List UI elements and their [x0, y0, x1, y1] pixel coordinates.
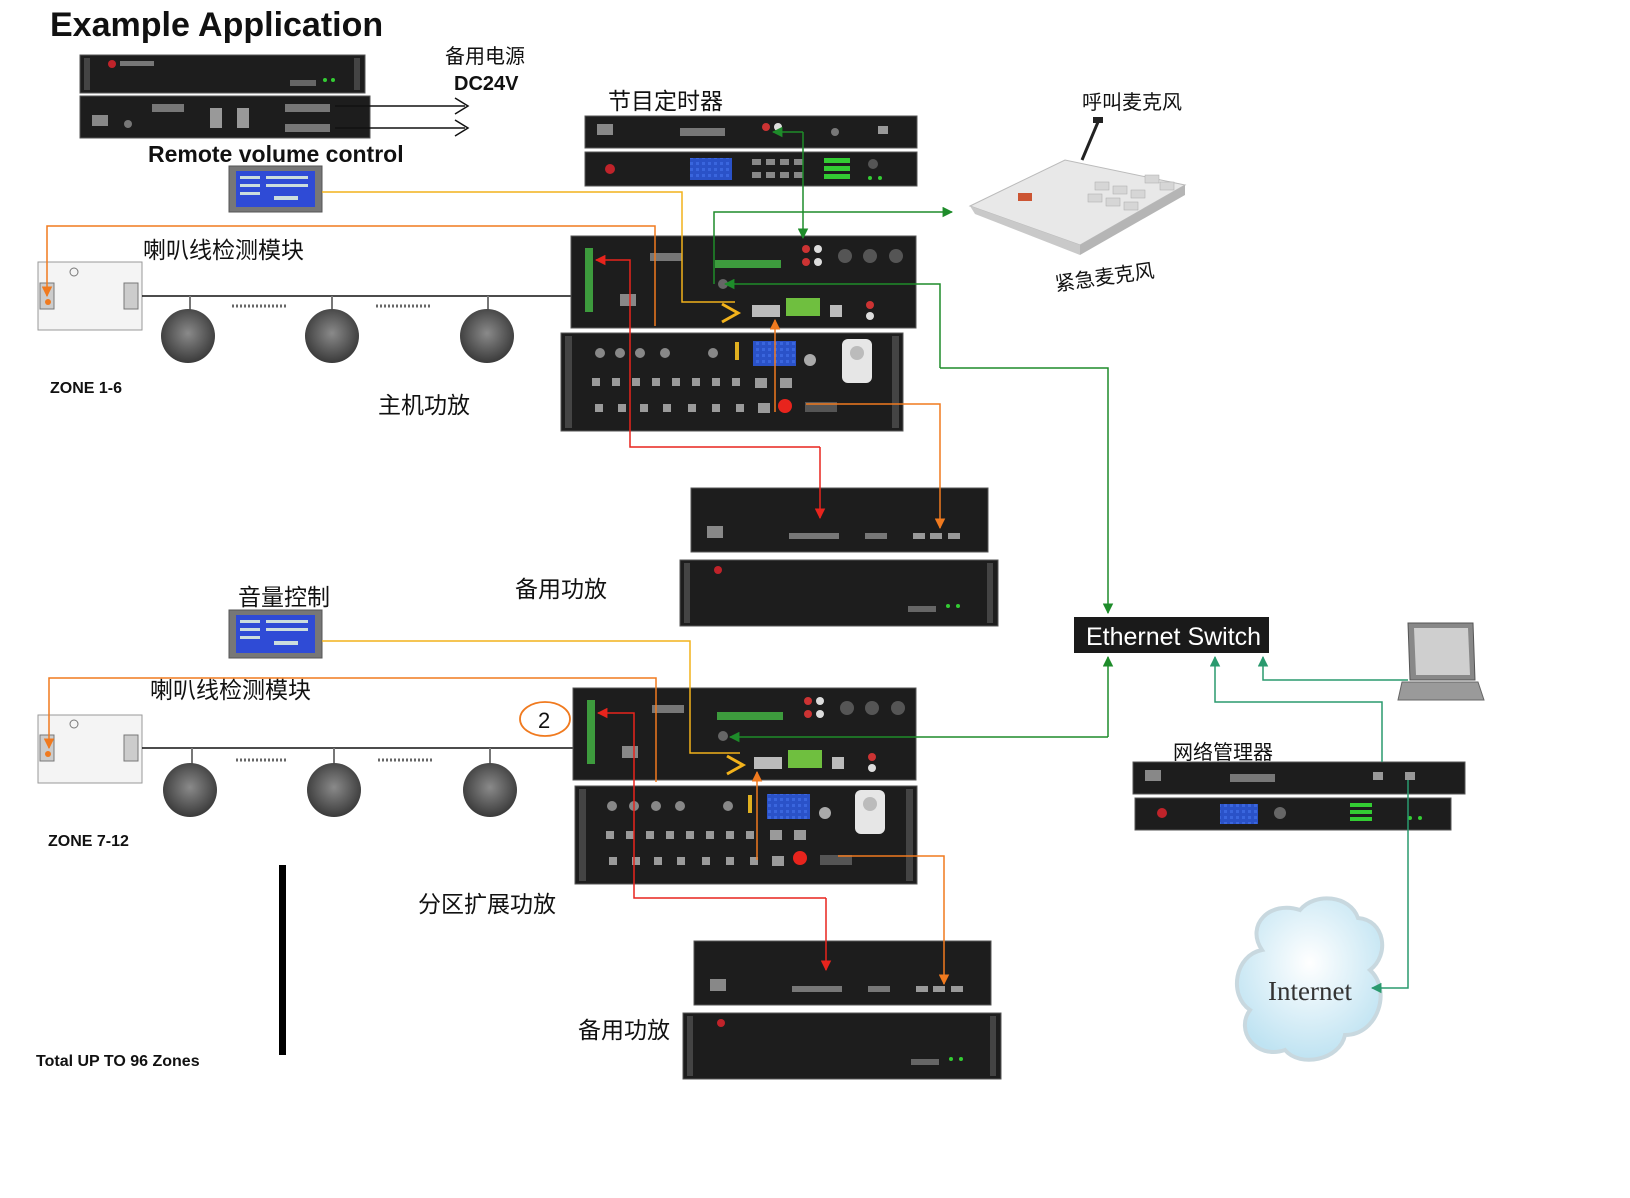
remote-volume-label: Remote volume control: [148, 141, 404, 167]
ceiling-speakers-zone-7-12: [163, 763, 517, 817]
speaker-line-module-1: [37, 261, 143, 331]
link-volume-1-to-main-amp: [322, 191, 735, 303]
backup-amp-1-rear: [690, 487, 989, 553]
link-network-manager-to-switch: [1209, 655, 1383, 762]
expansion-separator-bar: [279, 865, 286, 1055]
emergency-mic-label: 紧急麦克风: [1053, 258, 1155, 296]
speaker-line-module-label-2: 喇叭线检测模块: [150, 678, 311, 704]
link-volume-2-to-zone-amp: [322, 640, 740, 754]
link-laptop-to-switch: [1257, 655, 1408, 681]
speaker-line-module-2: [37, 714, 143, 784]
network-manager-label: 网络管理器: [1173, 740, 1273, 764]
link-main-amp-to-module-1: [41, 225, 656, 326]
internet-label: Internet: [1268, 976, 1352, 1006]
main-amp-label: 主机功放: [378, 393, 470, 419]
backup-amp-1-front: [679, 559, 999, 627]
backup-amp-2-front: [682, 1012, 1002, 1080]
speaker-line-zone-1-6: [142, 295, 600, 312]
zone-expansion-amp-front-panel: [574, 785, 918, 885]
backup-amp-2-rear: [693, 940, 992, 1006]
marker-2: 2: [519, 701, 571, 737]
paging-mic-label: 呼叫麦克风: [1082, 90, 1182, 114]
zone-expansion-amp-label: 分区扩展功放: [418, 892, 556, 918]
link-backup-amp-1-return: [594, 254, 820, 448]
ethernet-switch: Ethernet Switch: [1074, 617, 1269, 653]
backup-amp-1-label: 备用功放: [515, 577, 607, 603]
page-title: Example Application: [50, 6, 383, 44]
ethernet-switch-label: Ethernet Switch: [1086, 623, 1261, 651]
zone-1-6-label: ZONE 1-6: [50, 380, 122, 397]
link-volume-2-arrowhead: [726, 754, 747, 776]
dc24v-output-arrows: [335, 97, 470, 137]
link-volume-1-arrowhead: [721, 302, 742, 324]
speaker-line-module-label-1: 喇叭线检测模块: [143, 238, 304, 264]
speaker-line-zone-7-12: [142, 747, 600, 766]
volume-control-label: 音量控制: [238, 585, 330, 611]
laptop-icon: [1397, 622, 1485, 701]
zone-expansion-amp-rear-panel: [572, 687, 917, 781]
program-timer-unit: [584, 115, 918, 187]
main-amp-rear-panel: [570, 235, 917, 329]
link-backup-amp-2-return: [596, 707, 826, 899]
ceiling-speakers-zone-1-6: [161, 309, 514, 363]
backup-amp-2-label: 备用功放: [578, 1018, 670, 1044]
link-zone-amp-to-module-2: [43, 677, 657, 782]
remote-volume-panel-1: [228, 165, 323, 213]
main-amp-front-panel: [560, 332, 904, 432]
remote-volume-panel-2: [228, 609, 323, 659]
dc24v-label: DC24V: [454, 73, 519, 95]
link-main-amp-to-mics: [713, 206, 954, 284]
backup-power-unit: [79, 54, 371, 139]
zone-7-12-label: ZONE 7-12: [48, 833, 129, 850]
marker-2-text: 2: [538, 708, 550, 733]
internet-cloud: Internet: [1234, 896, 1385, 1062]
link-main-amp-to-switch: [940, 367, 1114, 615]
link-main-amp-to-backup-1: [806, 403, 946, 530]
total-zones-label: Total UP TO 96 Zones: [36, 1053, 200, 1070]
network-manager-unit: [1132, 761, 1466, 831]
paging-microphone: [968, 117, 1187, 255]
link-network-manager-to-internet: [1370, 780, 1409, 994]
program-timer-label: 节目定时器: [608, 89, 723, 115]
backup-power-label: 备用电源: [445, 44, 525, 68]
link-network-to-main-amp: [723, 278, 941, 368]
link-zone-amp-to-backup-2: [838, 855, 950, 986]
